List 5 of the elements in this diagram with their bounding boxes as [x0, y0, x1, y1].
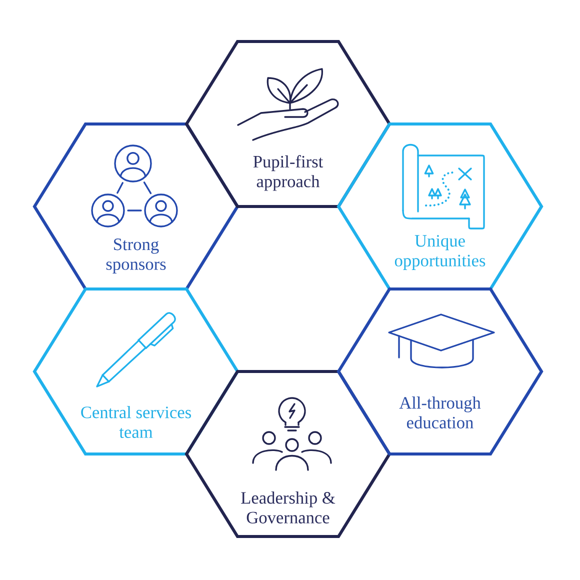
hexagon: Pupil-first approach — [184, 40, 392, 208]
hexagon: Strong sponsors — [32, 122, 240, 291]
hexagon: All-through education — [336, 287, 544, 456]
hexagon: Unique opportunities — [336, 122, 544, 291]
hexagon: Central services team — [32, 287, 240, 456]
